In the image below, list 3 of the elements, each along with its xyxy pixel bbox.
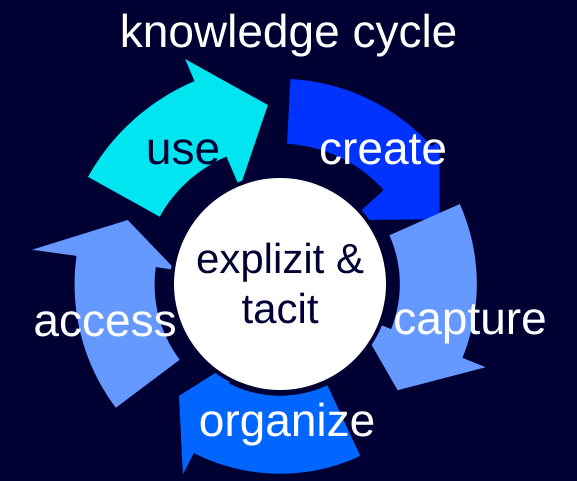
diagram-title: knowledge cycle — [118, 4, 458, 58]
center-label: explizit & tacit — [195, 234, 365, 334]
step-label: use — [146, 122, 220, 173]
